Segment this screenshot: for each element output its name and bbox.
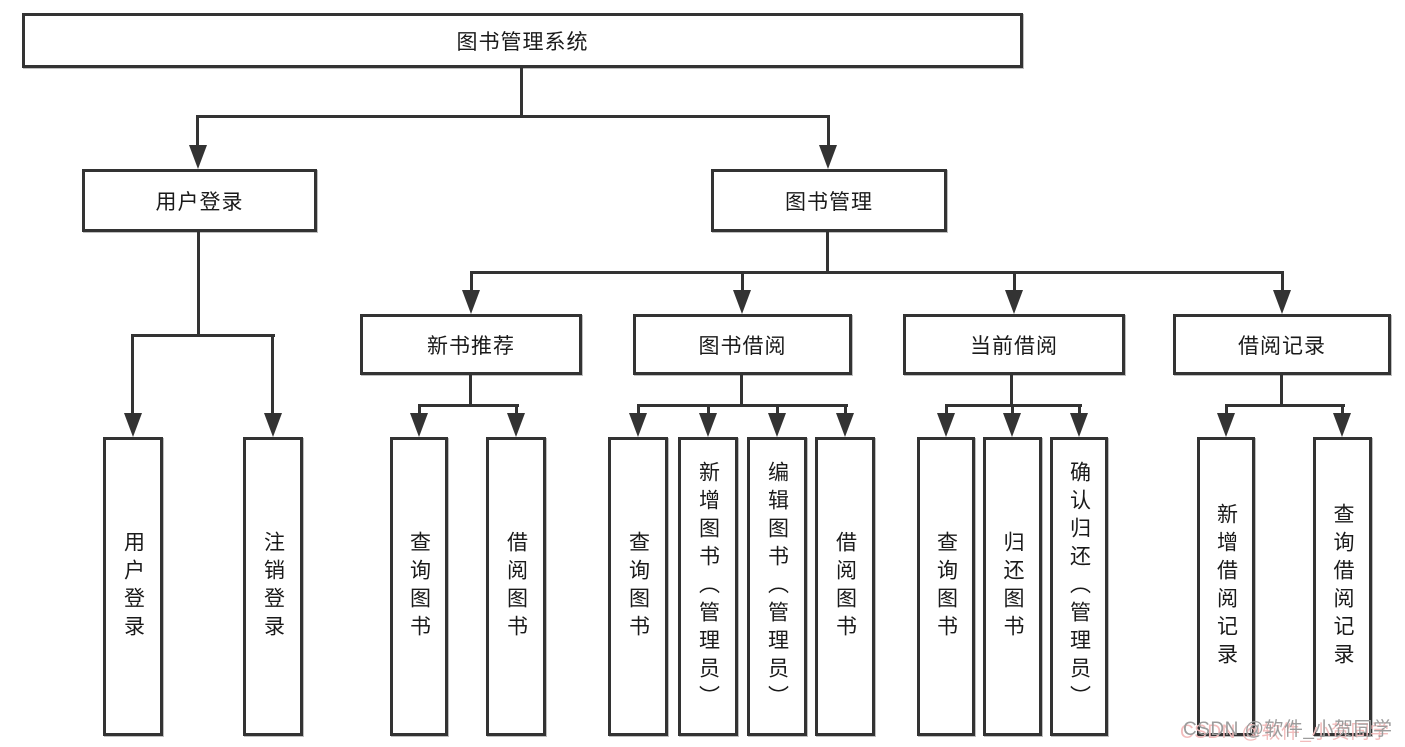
- leaf-recommend-query-books: 查询图书: [390, 437, 448, 736]
- arrow-down-icon: [1070, 413, 1088, 437]
- connector-line: [196, 115, 830, 118]
- connector-line: [637, 404, 848, 407]
- leaf-current-query-books: 查询图书: [917, 437, 975, 736]
- connector-line: [1280, 375, 1283, 407]
- connector-line: [132, 334, 275, 337]
- leaf-current-confirm-return-admin: 确认归还（管理员）: [1050, 437, 1108, 736]
- connector-line: [470, 271, 1284, 274]
- arrow-down-icon: [264, 413, 282, 437]
- connector-line: [197, 232, 200, 337]
- leaf-borrowing-add-books-admin: 新增图书（管理员）: [678, 437, 738, 736]
- connector-line: [418, 404, 519, 407]
- arrow-down-icon: [410, 413, 428, 437]
- connector-line: [741, 271, 744, 293]
- arrow-down-icon: [819, 145, 837, 169]
- connector-line: [520, 66, 523, 118]
- connector-line: [418, 404, 421, 416]
- connector-line: [1341, 404, 1344, 416]
- connector-line: [740, 375, 743, 407]
- connector-line: [1013, 271, 1016, 293]
- connector-line: [271, 334, 274, 420]
- connector-line: [515, 404, 518, 416]
- connector-line: [196, 115, 199, 149]
- connector-line: [131, 334, 134, 420]
- connector-line: [1225, 404, 1345, 407]
- arrow-down-icon: [937, 413, 955, 437]
- connector-line: [1078, 404, 1081, 416]
- leaf-borrowing-borrow-books: 借阅图书: [815, 437, 875, 736]
- leaf-records-add-borrow-record: 新增借阅记录: [1197, 437, 1255, 736]
- arrow-down-icon: [768, 413, 786, 437]
- arrow-down-icon: [1333, 413, 1351, 437]
- node-library-management-system: 图书管理系统: [22, 13, 1023, 68]
- arrow-down-icon: [1005, 290, 1023, 314]
- node-book-borrowing: 图书借阅: [633, 314, 852, 375]
- arrow-down-icon: [462, 290, 480, 314]
- connector-line: [637, 404, 640, 416]
- arrow-down-icon: [699, 413, 717, 437]
- node-book-management: 图书管理: [711, 169, 947, 232]
- connector-line: [776, 404, 779, 416]
- watermark: CSDN @软件_小贺同学: [1183, 719, 1393, 740]
- leaf-logout-login: 注销登录: [243, 437, 303, 736]
- connector-line: [1010, 375, 1013, 407]
- arrow-down-icon: [1003, 413, 1021, 437]
- arrow-down-icon: [629, 413, 647, 437]
- connector-line: [945, 404, 948, 416]
- connector-line: [826, 232, 829, 273]
- arrow-down-icon: [124, 413, 142, 437]
- connector-line: [1011, 404, 1014, 416]
- arrow-down-icon: [733, 290, 751, 314]
- leaf-records-query-borrow-record: 查询借阅记录: [1313, 437, 1372, 736]
- leaf-borrowing-edit-books-admin: 编辑图书（管理员）: [747, 437, 807, 736]
- node-user-login: 用户登录: [82, 169, 317, 232]
- leaf-current-return-books: 归还图书: [983, 437, 1042, 736]
- connector-line: [469, 375, 472, 407]
- leaf-recommend-borrow-books: 借阅图书: [486, 437, 546, 736]
- connector-line: [827, 115, 830, 149]
- arrow-down-icon: [1273, 290, 1291, 314]
- arrow-down-icon: [189, 145, 207, 169]
- arrow-down-icon: [1217, 413, 1235, 437]
- arrow-down-icon: [836, 413, 854, 437]
- connector-line: [470, 271, 473, 293]
- node-borrow-records: 借阅记录: [1173, 314, 1391, 375]
- node-current-borrowing: 当前借阅: [903, 314, 1125, 375]
- connector-line: [844, 404, 847, 416]
- node-new-book-recommend: 新书推荐: [360, 314, 582, 375]
- arrow-down-icon: [507, 413, 525, 437]
- connector-line: [1281, 271, 1284, 293]
- connector-line: [707, 404, 710, 416]
- leaf-user-login: 用户登录: [103, 437, 163, 736]
- leaf-borrowing-query-books: 查询图书: [608, 437, 668, 736]
- connector-line: [1225, 404, 1228, 416]
